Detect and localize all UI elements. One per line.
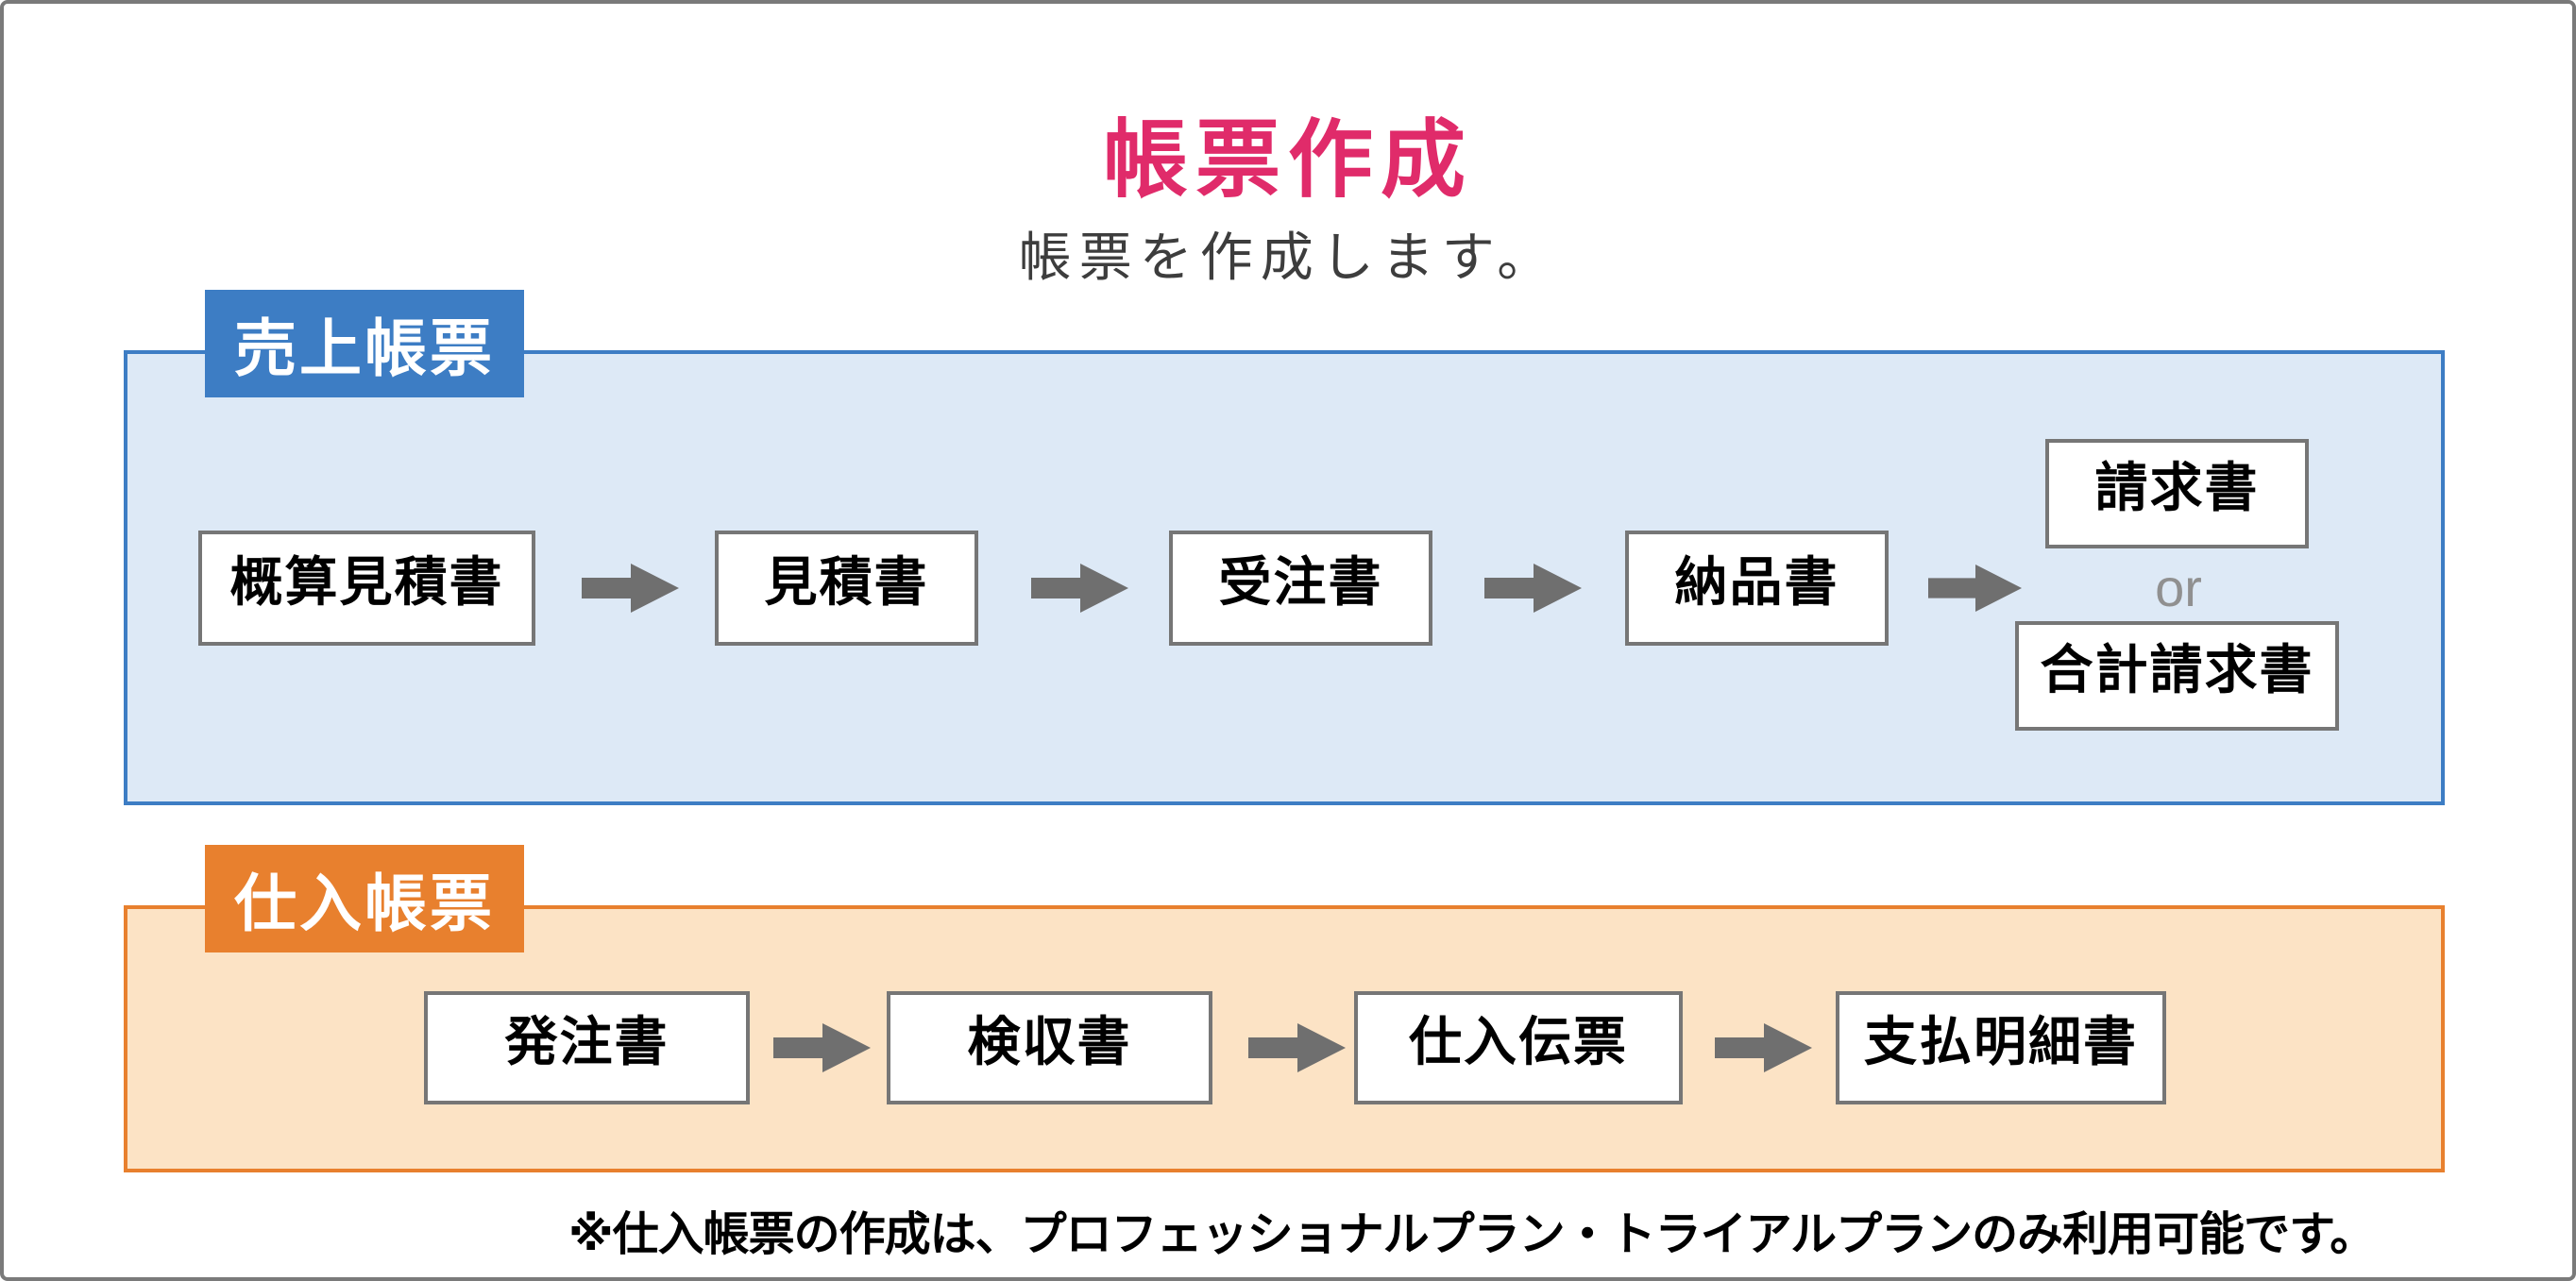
flow-box-order-confirmation: 受注書 <box>1169 531 1432 646</box>
arrow-right-icon <box>1484 564 1582 613</box>
arrow-right-icon <box>1928 565 2023 612</box>
arrow-right-icon <box>773 1023 871 1072</box>
arrow-right-icon <box>582 564 679 613</box>
flow-box-purchase-order: 発注書 <box>424 991 750 1104</box>
sales-forms-section-label: 売上帳票 <box>205 290 524 397</box>
purchase-forms-section-label: 仕入帳票 <box>205 845 524 952</box>
flow-box-invoice: 請求書 <box>2045 439 2309 548</box>
flow-box-total-invoice: 合計請求書 <box>2015 621 2339 731</box>
arrow-right-icon <box>1031 564 1128 613</box>
flow-box-purchase-slip: 仕入伝票 <box>1354 991 1683 1104</box>
plan-availability-note: ※仕入帳票の作成は、プロフェッショナルプラン・トライアルプランのみ利用可能です。 <box>568 1209 2376 1260</box>
flow-box-delivery-note: 納品書 <box>1625 531 1889 646</box>
flow-box-rough-estimate: 概算見積書 <box>198 531 535 646</box>
page-subtitle: 帳票を作成します。 <box>1018 228 1558 287</box>
or-connector-label: or <box>2155 558 2202 617</box>
page-title: 帳票作成 <box>1103 113 1473 208</box>
flow-box-quotation: 見積書 <box>715 531 978 646</box>
flow-box-inspection-certificate: 検収書 <box>887 991 1212 1104</box>
arrow-right-icon <box>1248 1023 1346 1072</box>
arrow-right-icon <box>1715 1023 1812 1072</box>
flow-box-payment-statement: 支払明細書 <box>1836 991 2166 1104</box>
